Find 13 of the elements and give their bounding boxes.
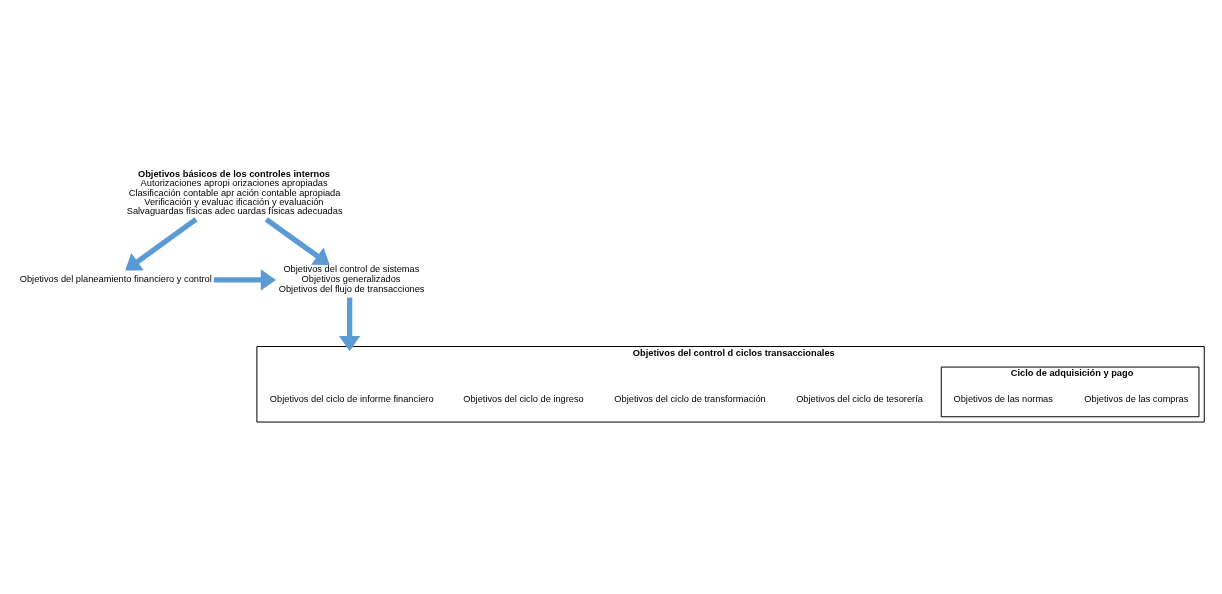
node-text: Objetivos del ciclo de transformación bbox=[614, 393, 766, 404]
arrow bbox=[264, 216, 330, 265]
arrow bbox=[339, 297, 361, 351]
node-text: Objetivos de las compras bbox=[1084, 393, 1189, 404]
node-text: Objetivos del ciclo de tesorería bbox=[796, 393, 923, 404]
node-text: Objetivos básicos de los controles internos Autorizaciones apropi orizaciones apropiadas Clasificación contable apr ación contable apropiada Verificación y evaluac ificación y evaluación Salvaguardas físicas adec uardas físicas adecuadas bbox=[126, 168, 343, 216]
node-text: Objetivos del ciclo de ingreso bbox=[463, 393, 584, 404]
node-text: Objetivos del ciclo de informe financiero bbox=[269, 393, 434, 404]
arrow bbox=[125, 216, 198, 271]
node-text: Objetivos de las normas bbox=[953, 393, 1053, 404]
node-text: Objetivos del planeamiento financiero y control bbox=[19, 273, 212, 284]
node-text: Objetivos del control de sistemas Objetivos generalizados Objetivos del flujo de transacciones bbox=[278, 263, 425, 294]
arrow bbox=[213, 268, 277, 291]
